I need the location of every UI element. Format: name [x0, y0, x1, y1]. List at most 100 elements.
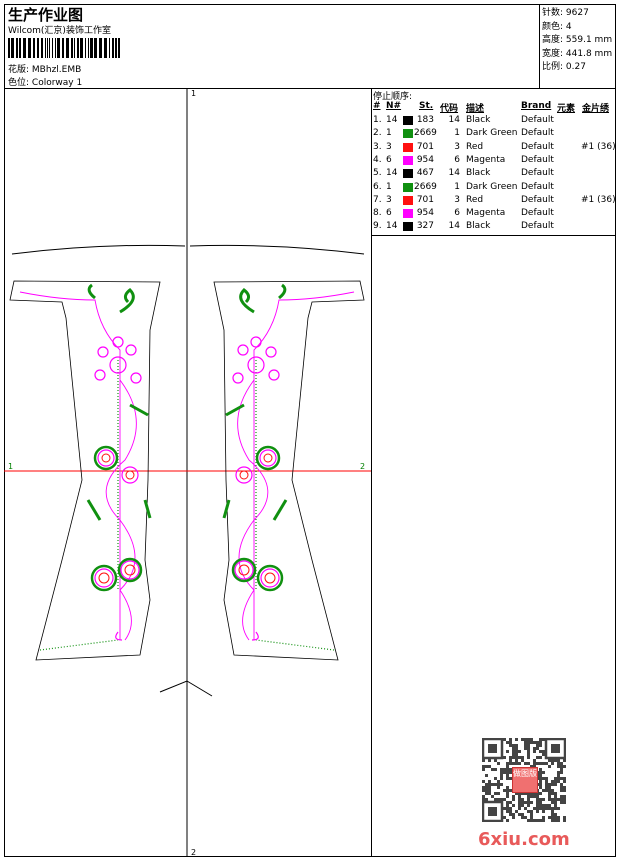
code: 3	[454, 194, 460, 205]
brand: Default	[521, 141, 554, 152]
color-swatch	[403, 155, 413, 165]
description: Dark Green	[466, 181, 518, 192]
info-value: 0.27	[565, 62, 586, 72]
barcode-bar	[45, 38, 46, 58]
code: 14	[448, 115, 460, 125]
barcode-bar	[80, 38, 83, 58]
axis-label-right: 2	[360, 462, 365, 471]
info-3: 宽度: 441.8 mm	[542, 46, 612, 59]
row-index: 5.	[373, 168, 382, 179]
needle: 1	[386, 128, 392, 139]
info-value: 559.1 mm	[565, 35, 613, 45]
barcode-bar	[99, 38, 102, 58]
description: Red	[466, 194, 484, 205]
page-title: 生产作业图	[8, 6, 84, 24]
code: 14	[448, 221, 460, 232]
stitches: 701	[416, 141, 434, 152]
row-index: 1.	[373, 115, 382, 125]
barcode-bar	[37, 38, 39, 58]
barcode-bar	[74, 38, 75, 58]
design-label: 花版:	[8, 65, 30, 75]
barcode-bar	[11, 38, 14, 58]
colorway: 色位: Colorway 1	[8, 75, 82, 88]
code: 14	[448, 168, 460, 179]
info-1: 颜色: 4	[542, 19, 572, 32]
stitches: 954	[416, 154, 434, 165]
row-index: 4.	[373, 154, 382, 165]
table-row: 7. 3 701 3 Red Default #1 (36)	[373, 195, 617, 208]
barcode-bar	[88, 38, 89, 58]
qr-finder	[482, 738, 504, 760]
description: Magenta	[466, 154, 506, 165]
table-row: 3. 3 701 3 Red Default #1 (36)	[373, 142, 617, 155]
color-swatch	[403, 209, 413, 219]
barcode-bar	[109, 38, 110, 58]
stop-sequence-title: 停止顺序:	[373, 92, 413, 102]
colorway-label: 色位:	[8, 78, 30, 88]
barcode-bar	[8, 38, 10, 58]
code: 3	[454, 141, 460, 152]
barcode-bar	[52, 38, 53, 58]
company-name: Wilcom(汇京)装饰工作室	[8, 26, 111, 36]
top-arc	[11, 244, 365, 255]
divider	[539, 4, 540, 88]
divider	[4, 88, 616, 89]
barcode-bar	[41, 38, 43, 58]
code: 6	[454, 154, 460, 165]
info-4: 比例: 0.27	[542, 59, 586, 72]
row-index: 6.	[373, 181, 382, 192]
qr-code	[482, 738, 566, 822]
row-index: 8.	[373, 208, 382, 219]
description: Dark Green	[466, 128, 518, 139]
needle: 6	[386, 154, 392, 165]
color-swatch	[403, 182, 413, 192]
description: Black	[466, 168, 491, 179]
axis-label-left: 1	[8, 462, 13, 471]
info-label: 颜色:	[542, 21, 564, 32]
column-header: 元素	[557, 104, 576, 114]
stitches: 954	[416, 208, 434, 219]
stitches: 183	[416, 115, 434, 125]
brand: Default	[521, 154, 554, 165]
qr-finder	[544, 738, 566, 760]
info-0: 针数: 9627	[542, 5, 589, 18]
brand: Default	[521, 128, 554, 139]
barcode-bar	[19, 38, 21, 58]
code: 1	[454, 181, 460, 192]
row-index: 3.	[373, 141, 382, 152]
stitches: 701	[416, 194, 434, 205]
needle: 1	[386, 181, 392, 192]
barcode-bar	[115, 38, 117, 58]
brand: Default	[521, 168, 554, 179]
brand: Default	[521, 221, 554, 232]
stitches: 2669	[414, 181, 437, 192]
needle: 6	[386, 208, 392, 219]
info-2: 高度: 559.1 mm	[542, 32, 612, 45]
column-header: 金片绣	[582, 104, 610, 114]
stitches: 467	[416, 168, 434, 179]
color-swatch	[403, 195, 413, 205]
boot-piece-left	[9, 280, 161, 661]
barcode-bar	[16, 38, 18, 58]
watermark: 6xiu.com	[478, 829, 570, 850]
qr-finder	[482, 800, 504, 822]
color-swatch	[403, 222, 413, 232]
sequin: #1 (36)	[581, 141, 616, 152]
needle: 14	[386, 168, 398, 179]
info-label: 高度:	[542, 35, 564, 45]
table-row: 5. 14 467 14 Black Default	[373, 168, 617, 181]
info-label: 比例:	[542, 62, 564, 72]
axis-label-top: 1	[191, 89, 196, 98]
column-header: #	[373, 101, 381, 111]
axis-label-bottom: 2	[191, 848, 196, 857]
table-row: 1. 14 183 14 Black Default	[373, 115, 617, 128]
table-row: 8. 6 954 6 Magenta Default	[373, 208, 617, 221]
info-value: 441.8 mm	[565, 48, 613, 59]
barcode-bar	[23, 38, 26, 58]
design-value: MBhzl.EMB	[31, 65, 82, 75]
design-canvas: 1 2 1 2	[4, 89, 371, 857]
color-swatch	[403, 129, 413, 139]
table-row: 6. 1 2669 1 Dark Green Default	[373, 182, 617, 195]
info-value: 9627	[565, 8, 589, 18]
info-value: 4	[565, 21, 572, 32]
